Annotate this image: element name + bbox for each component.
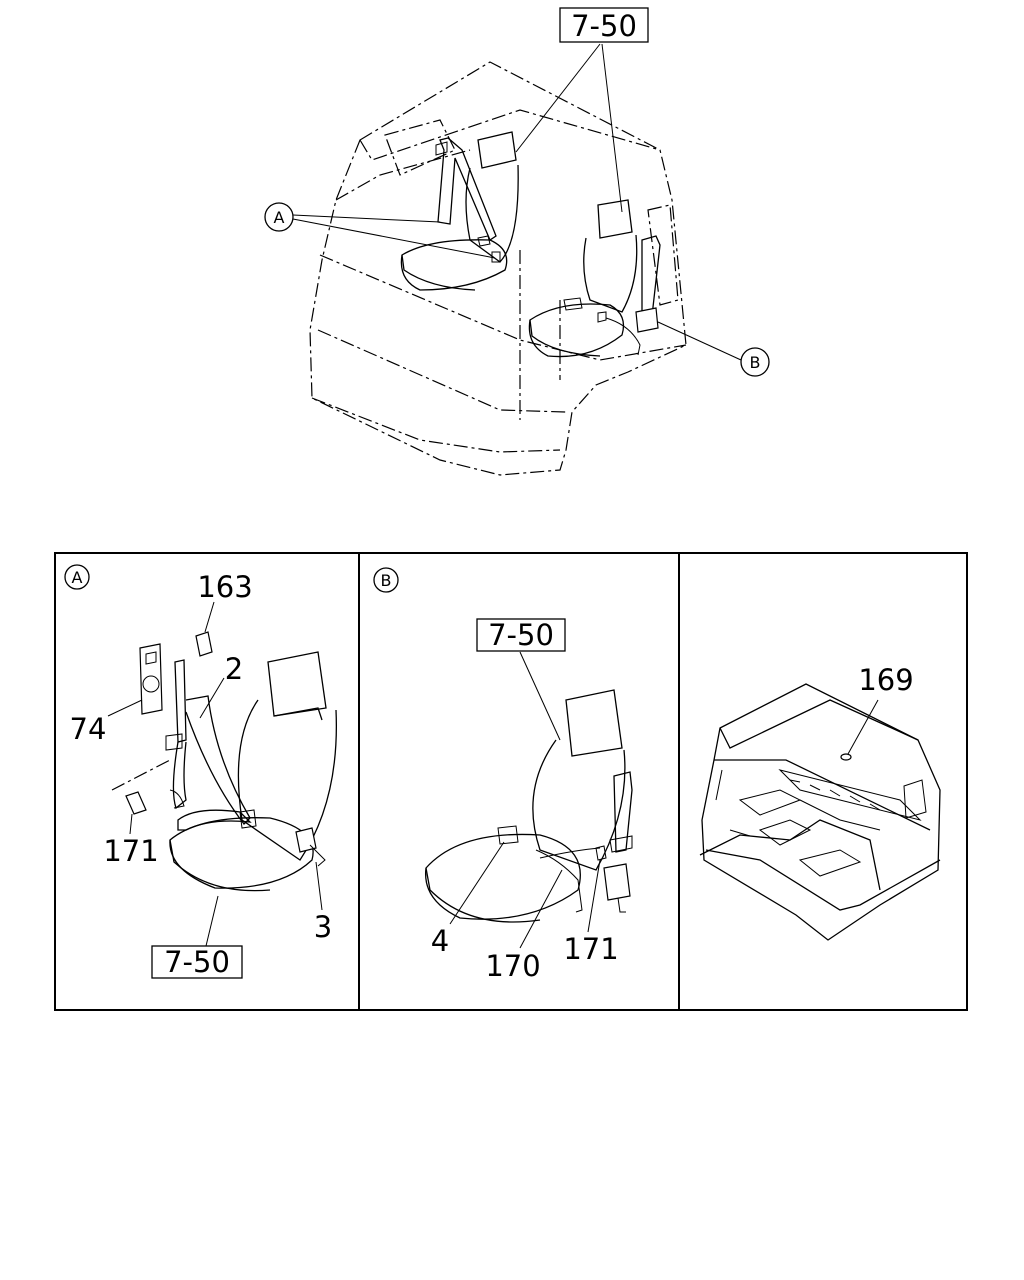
leader-74 — [107, 699, 143, 717]
callout-a-leader-2 — [292, 218, 496, 259]
cab-overview-drawing — [309, 61, 687, 476]
cab-side-line — [335, 149, 471, 201]
label-2: 2 — [225, 652, 243, 686]
callout-b-circle — [740, 347, 770, 377]
main-ref-box-frame — [559, 7, 649, 43]
leader-ref-b — [519, 651, 561, 741]
cab-right-panel — [647, 204, 679, 306]
right-seat — [528, 199, 661, 358]
leader-171-a — [129, 813, 133, 835]
label-171-a: 171 — [103, 834, 158, 868]
label-4: 4 — [431, 924, 449, 958]
panel-c-cab-floor — [699, 683, 941, 941]
leader-3 — [315, 861, 323, 911]
label-3: 3 — [314, 910, 332, 944]
panel-a-circle-label: A — [72, 568, 83, 587]
bolt-axis-a — [111, 759, 171, 791]
leader-2 — [199, 677, 225, 719]
left-seat — [400, 131, 519, 291]
panel-b-belt — [539, 771, 633, 913]
panel-a-circle — [64, 564, 90, 590]
leader-ref-a — [205, 895, 219, 947]
ref-leader-left-seat — [515, 43, 601, 153]
cab-rear-edge — [359, 109, 661, 161]
callout-b: B — [657, 321, 770, 377]
main-ref-box: 7-50 — [559, 7, 649, 43]
panel-a-ref-box — [151, 945, 243, 979]
panel-b-seat — [424, 689, 626, 923]
part-169-plug — [840, 753, 852, 761]
cab-roof-outline — [309, 61, 687, 476]
leader-4 — [449, 841, 505, 925]
leader-171-b — [587, 859, 601, 933]
label-170: 170 — [485, 949, 540, 983]
panel-a-belt — [139, 643, 257, 831]
callout-a: A — [264, 202, 496, 259]
leader-163 — [204, 601, 215, 633]
cab-door-line — [519, 250, 561, 420]
detail-panels-frame — [54, 552, 968, 1011]
leader-170 — [519, 869, 563, 949]
panel-b: B 7-50 4 170 171 — [373, 567, 633, 983]
cab-front-bottom — [311, 397, 561, 453]
panel-a: A 163 2 — [64, 564, 338, 979]
panel-b-circle-label: B — [381, 571, 392, 590]
main-ref-box-label: 7-50 — [571, 9, 637, 43]
panel-a-seat — [169, 651, 338, 892]
panels-outer-border — [54, 552, 968, 1011]
label-171-b: 171 — [563, 932, 618, 966]
cab-window-left — [384, 119, 456, 176]
callout-b-leader — [657, 321, 742, 361]
panel-a-ref-box-label: 7-50 — [164, 945, 230, 979]
ref-leader-right-seat — [601, 43, 623, 213]
label-74: 74 — [70, 712, 107, 746]
panel-c: 169 — [699, 663, 941, 941]
label-169: 169 — [858, 663, 913, 697]
callout-a-leader-1 — [292, 214, 441, 223]
panel-b-ref-box — [476, 618, 566, 652]
callout-a-label: A — [274, 208, 285, 227]
leader-169 — [847, 699, 879, 755]
callout-b-label: B — [750, 353, 761, 372]
panel-b-ref-box-label: 7-50 — [488, 618, 554, 652]
panel-b-circle — [373, 567, 399, 593]
callout-a-circle — [264, 202, 294, 232]
part-163-cap — [195, 631, 213, 657]
label-163: 163 — [197, 570, 252, 604]
part-171-bolt-a — [125, 791, 147, 815]
